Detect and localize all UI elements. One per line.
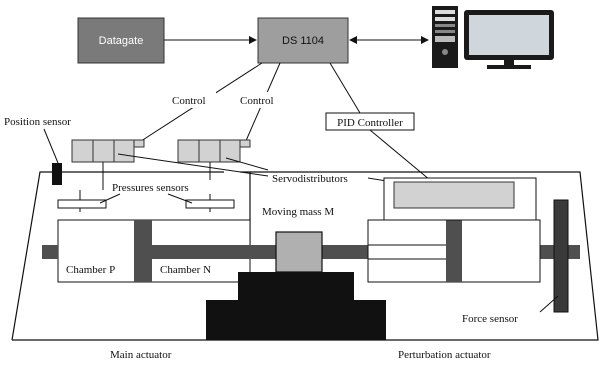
main-piston — [134, 220, 152, 282]
servodistributor-right — [177, 139, 251, 163]
ds1104-block: DS 1104 — [257, 17, 349, 64]
servodistributors-label: Servodistributors — [272, 173, 348, 185]
base-support — [206, 272, 386, 340]
position-sensor — [52, 163, 62, 185]
main-actuator-label: Main actuator — [110, 349, 172, 361]
moving-mass — [275, 231, 323, 273]
pressure-sensor-n — [185, 199, 235, 209]
position-sensor-label: Position sensor — [4, 116, 71, 128]
monitor-icon — [464, 10, 554, 69]
perturbation-actuator-label: Perturbation actuator — [398, 349, 491, 361]
moving-mass-label: Moving mass M — [262, 206, 334, 218]
pid-controller-block: PID Controller — [325, 112, 415, 131]
control-label-left: Control — [172, 95, 206, 107]
perturbation-servodistributor — [393, 181, 515, 209]
datagate-block: Datagate — [77, 17, 165, 64]
piston-rod — [152, 245, 370, 259]
chamber-p-label: Chamber P — [66, 264, 115, 276]
force-sensor-label: Force sensor — [462, 313, 518, 325]
pc-tower-icon — [432, 6, 458, 68]
control-label-right: Control — [240, 95, 274, 107]
pressure-sensor-p — [57, 199, 107, 209]
force-sensor — [553, 199, 569, 313]
servodistributor-left — [71, 139, 145, 163]
datagate-label: Datagate — [99, 35, 144, 47]
pid-label: PID Controller — [337, 117, 403, 129]
perturbation-piston — [446, 220, 462, 282]
ds1104-label: DS 1104 — [282, 35, 324, 47]
ds-to-pid-line — [329, 62, 361, 114]
pressures-sensors-label: Pressures sensors — [112, 182, 189, 194]
chamber-n-label: Chamber N — [160, 264, 211, 276]
